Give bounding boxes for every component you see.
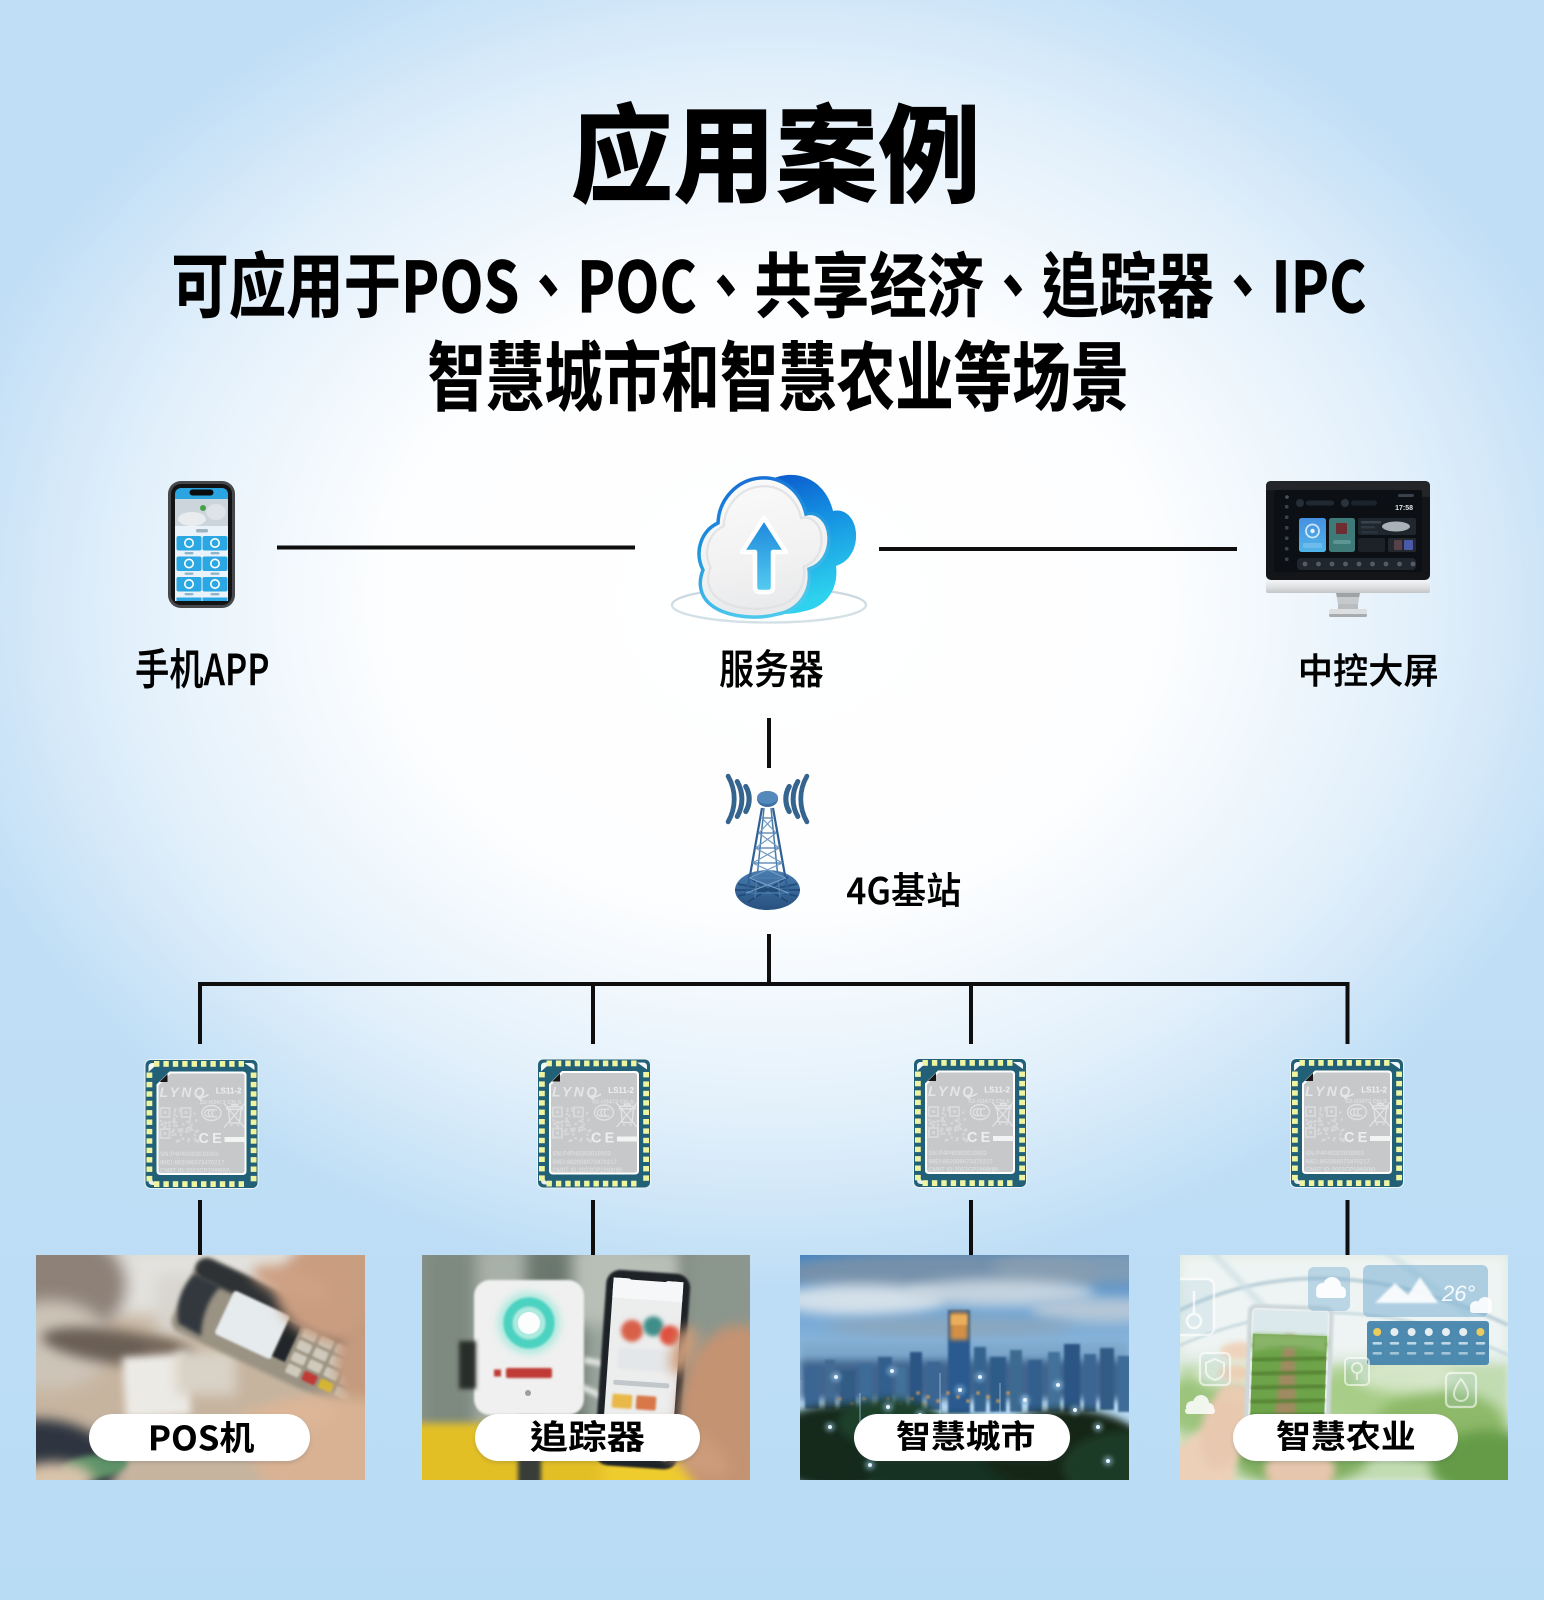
svg-text:26°: 26° [1441, 1281, 1475, 1306]
svg-text:17:58: 17:58 [1395, 505, 1413, 512]
